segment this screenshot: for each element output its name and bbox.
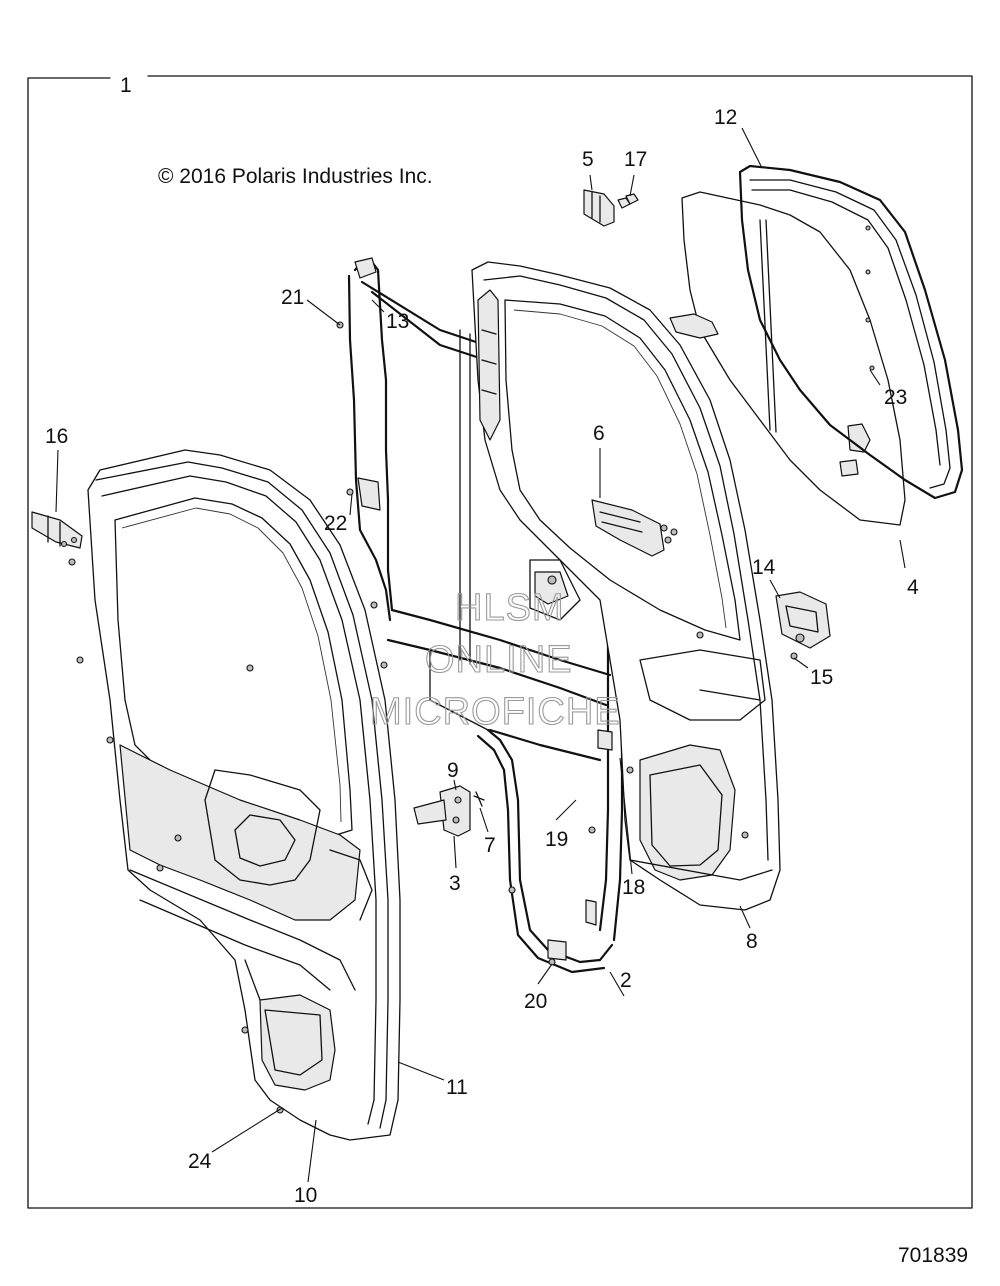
callout-2: 2 (620, 969, 632, 992)
callout-18: 18 (622, 876, 645, 899)
callout-3: 3 (449, 872, 461, 895)
watermark: HLSM ONLINE MICROFICHE (369, 586, 621, 733)
drawing-number: 701839 (898, 1244, 968, 1267)
watermark-line-2: ONLINE (425, 639, 572, 681)
door-panel-inner (471, 261, 781, 911)
callout-17: 17 (624, 148, 647, 171)
callout-4: 4 (907, 576, 919, 599)
callout-23: 23 (884, 386, 907, 409)
callout-20: 20 (524, 990, 547, 1013)
callout-22: 22 (324, 512, 347, 535)
callout-9: 9 (447, 759, 459, 782)
hinge-upper (583, 189, 639, 227)
hinge-left (31, 511, 83, 549)
callout-24: 24 (188, 1150, 212, 1173)
callout-1: 1 (120, 74, 132, 97)
callout-13: 13 (386, 310, 409, 333)
callout-7: 7 (484, 834, 496, 857)
leader-lines (55, 127, 906, 1183)
callout-5: 5 (582, 148, 594, 171)
border-frame (27, 75, 973, 1209)
door-handle (591, 499, 678, 557)
watermark-line-1: HLSM (455, 587, 565, 629)
copyright-text: © 2016 Polaris Industries Inc. (158, 165, 433, 188)
callout-15: 15 (810, 666, 833, 689)
door-panel-outer (68, 449, 401, 1141)
latch-bracket (413, 785, 485, 837)
callout-21: 21 (281, 286, 304, 309)
callout-16: 16 (45, 425, 68, 448)
callout-10: 10 (294, 1184, 317, 1207)
callout-14: 14 (752, 556, 776, 579)
callout-19: 19 (545, 828, 568, 851)
window-glass (669, 191, 906, 526)
latch-assembly (775, 591, 831, 660)
callout-12: 12 (714, 106, 737, 129)
callout-6: 6 (593, 422, 605, 445)
watermark-line-3: MICROFICHE (370, 691, 621, 733)
callout-11: 11 (446, 1076, 468, 1099)
window-seal (738, 164, 964, 500)
callouts: 1 2 3 4 5 6 7 8 9 10 11 12 13 14 15 16 1… (45, 74, 919, 1207)
callout-8: 8 (746, 930, 758, 953)
